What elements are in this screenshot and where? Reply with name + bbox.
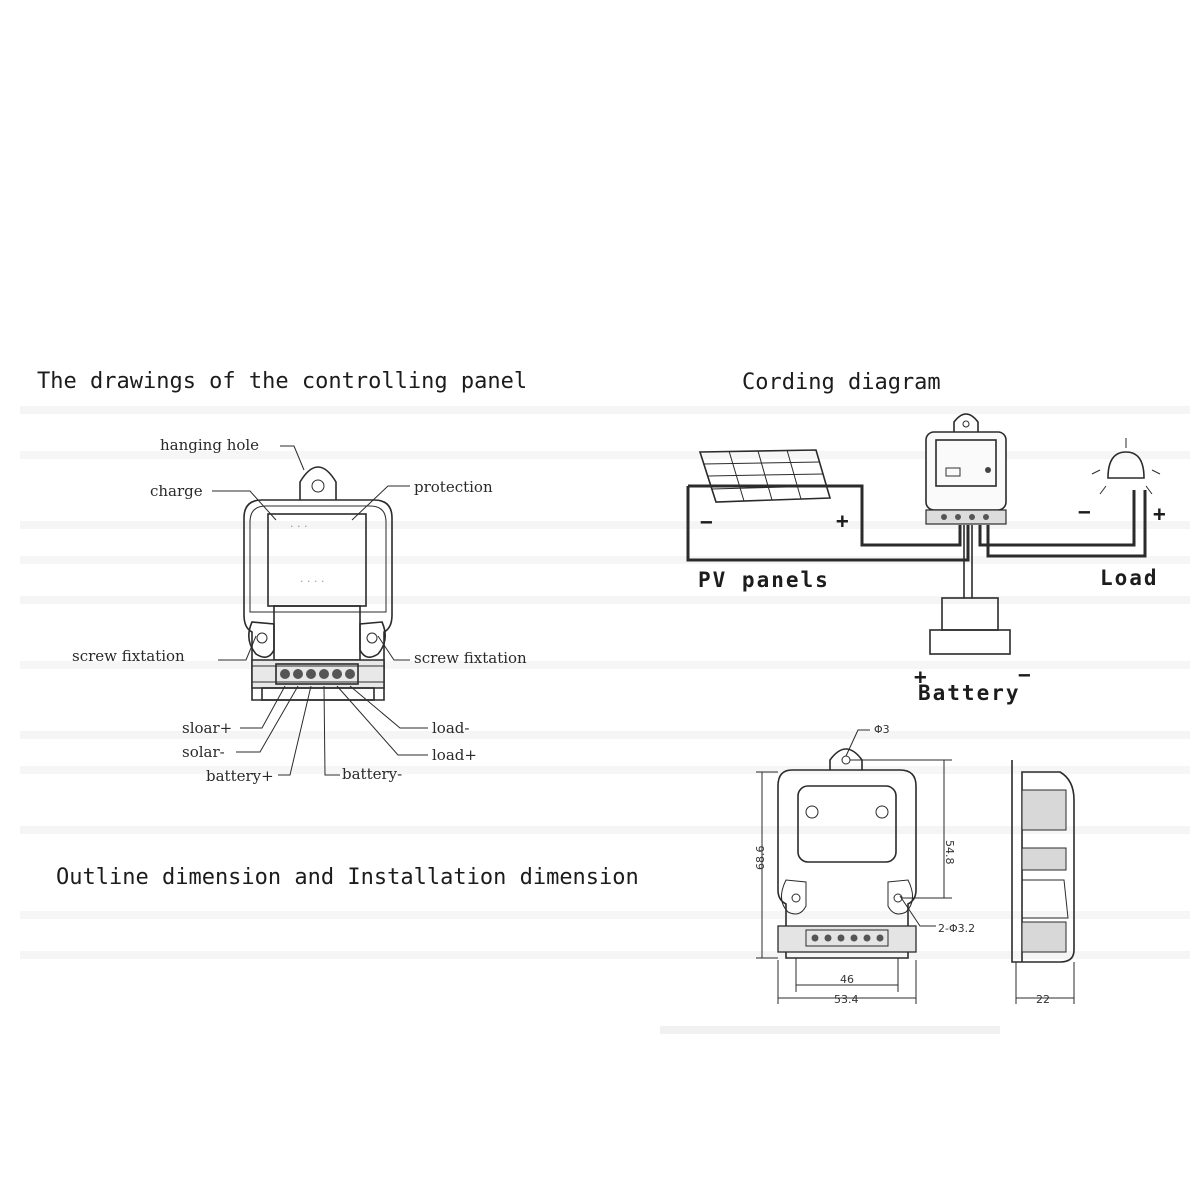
panel-tiny-text-2: · · · · bbox=[300, 575, 324, 588]
panel-leaders bbox=[212, 445, 428, 776]
lamp-icon bbox=[1091, 438, 1161, 495]
battery-minus-sign: − bbox=[1018, 663, 1033, 687]
wire-pv-positive bbox=[688, 484, 962, 547]
wire-load-positive bbox=[978, 490, 1136, 547]
dim-screw-holes: 2-Φ3.2 bbox=[938, 922, 975, 935]
base-plate bbox=[261, 687, 375, 701]
screw-hole-left-icon bbox=[256, 632, 268, 644]
dim-width-holes: 46 bbox=[840, 973, 854, 986]
label-screw-fixtation-left: screw fixtation bbox=[72, 647, 185, 665]
dim-height-total: 68.6 bbox=[754, 846, 767, 871]
battery-icon bbox=[929, 597, 1011, 655]
label-battery: Battery bbox=[918, 681, 1021, 705]
outline-front-view bbox=[777, 748, 917, 959]
outline-side-view bbox=[1011, 760, 1075, 963]
hanging-tab bbox=[299, 466, 337, 500]
heading-cording-diagram: Cording diagram bbox=[742, 370, 941, 395]
label-load-plus: load+ bbox=[432, 746, 477, 764]
label-solar-plus: sloar+ bbox=[182, 719, 232, 737]
lower-body bbox=[273, 605, 361, 661]
terminal-block bbox=[275, 663, 359, 685]
dimension-lines bbox=[756, 729, 1075, 1004]
wire-pv-negative bbox=[686, 486, 970, 562]
screw-hole-right-icon bbox=[366, 632, 378, 644]
label-solar-minus: solar- bbox=[182, 743, 225, 761]
hanging-hole-icon bbox=[311, 479, 325, 493]
terminal-screws bbox=[280, 669, 355, 679]
housing-outline bbox=[243, 499, 393, 701]
dim-depth: 22 bbox=[1036, 993, 1050, 1006]
label-charge: charge bbox=[150, 482, 203, 500]
label-protection: protection bbox=[414, 478, 493, 496]
controller-drawing: · · · · · · · bbox=[243, 466, 393, 701]
label-pv-panels: PV panels bbox=[698, 568, 830, 592]
load-plus-sign: + bbox=[1153, 502, 1168, 526]
label-hanging-hole: hanging hole bbox=[160, 436, 259, 454]
heading-controlling-panel: The drawings of the controlling panel bbox=[37, 369, 527, 394]
controller-small-icon bbox=[925, 413, 1007, 525]
dim-height-holes: 54.8 bbox=[943, 840, 956, 865]
label-battery-minus: battery- bbox=[342, 765, 402, 783]
battery-plus-sign: + bbox=[914, 665, 929, 689]
label-load-minus: load- bbox=[432, 719, 469, 737]
dim-width-total: 53.4 bbox=[834, 993, 859, 1006]
wire-load-negative bbox=[986, 490, 1147, 558]
screw-ear-left bbox=[248, 621, 275, 658]
panel-tiny-text: · · · bbox=[290, 520, 307, 533]
pv-plus-sign: + bbox=[836, 509, 851, 533]
housing-inner bbox=[249, 505, 387, 613]
screw-ear-right bbox=[359, 621, 386, 658]
heading-outline-dimension: Outline dimension and Installation dimen… bbox=[56, 865, 639, 890]
dim-hole: Φ3 bbox=[874, 723, 890, 736]
load-minus-sign: − bbox=[1078, 500, 1093, 524]
label-screw-fixtation-right: screw fixtation bbox=[414, 649, 527, 667]
label-load: Load bbox=[1100, 566, 1159, 590]
label-battery-plus: battery+ bbox=[206, 767, 274, 785]
bleed-through-texture bbox=[20, 406, 1190, 1034]
pv-minus-sign: − bbox=[700, 510, 715, 534]
